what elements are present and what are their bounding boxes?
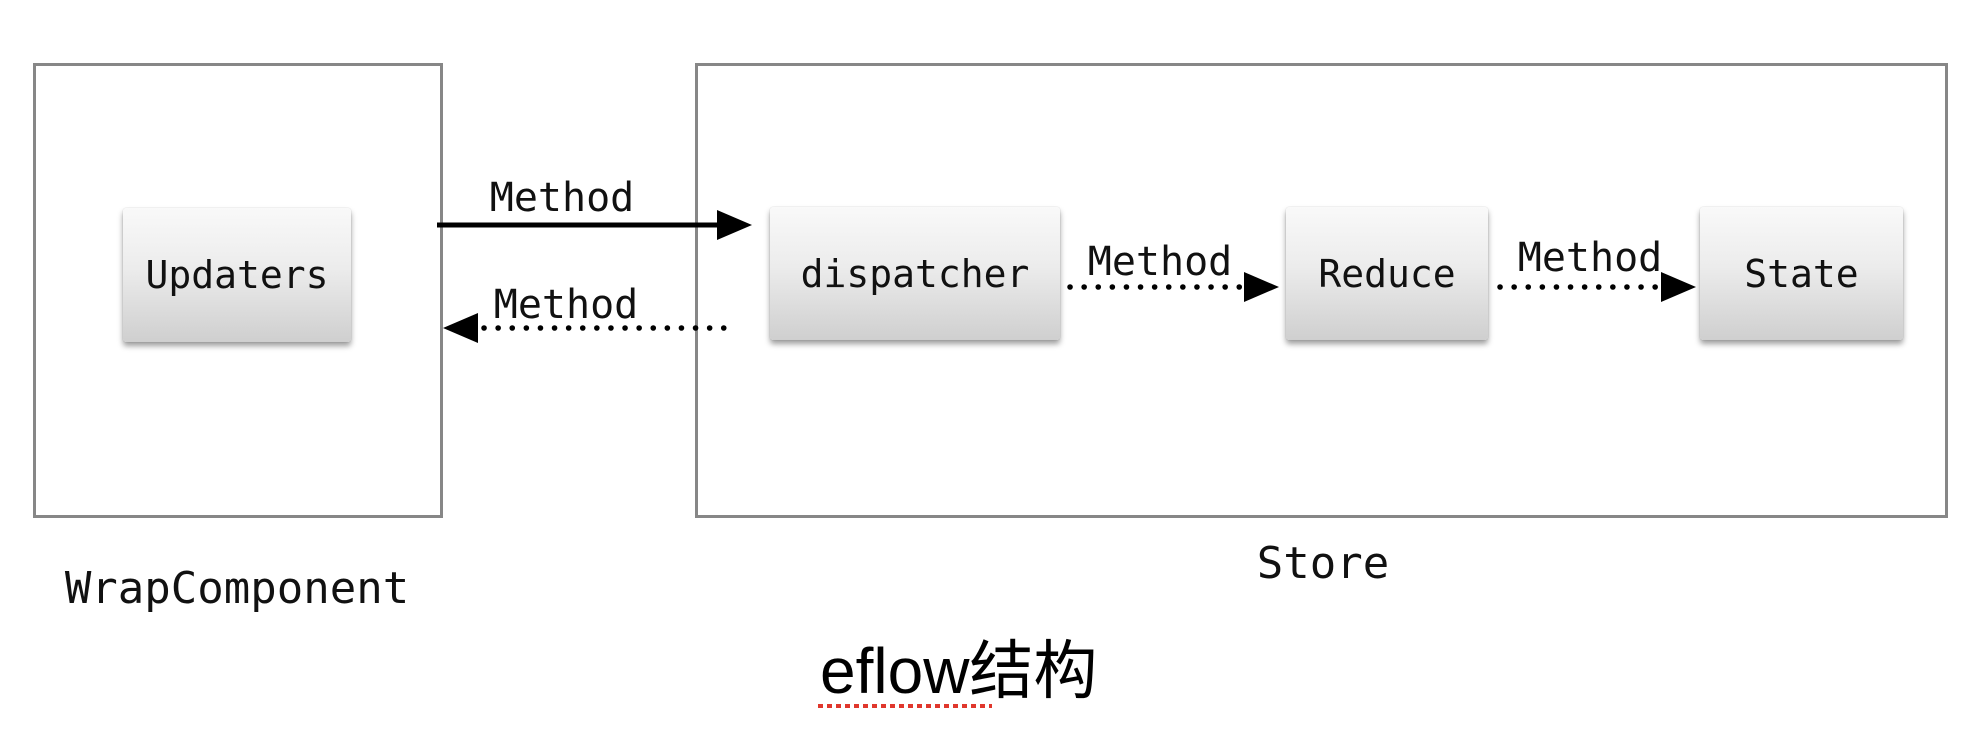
- method-label-dispatcher-reduce: Method: [1087, 239, 1233, 285]
- dotted-arrow-store-to-updaters: [443, 313, 733, 343]
- reduce-node-label: Reduce: [1318, 251, 1456, 296]
- reduce-node: Reduce: [1286, 207, 1488, 340]
- state-node-label: State: [1744, 251, 1859, 296]
- diagram-title-latin: eflow: [820, 635, 970, 707]
- spellcheck-underline: [818, 704, 992, 708]
- method-label-reduce-state: Method: [1517, 235, 1663, 281]
- dotted-arrow-dispatcher-to-reduce: [1067, 272, 1279, 302]
- method-label-return-arrow: Method: [493, 282, 639, 328]
- dispatcher-node-label: dispatcher: [800, 251, 1030, 296]
- solid-arrow-updaters-to-dispatcher: [437, 210, 752, 240]
- dotted-arrow-reduce-to-state: [1497, 272, 1696, 302]
- diagram-title: eflow结构: [820, 635, 1098, 707]
- diagram-title-cjk: 结构: [969, 635, 1098, 707]
- state-node: State: [1700, 207, 1903, 340]
- updaters-node-label: Updaters: [145, 253, 329, 297]
- method-label-solid-arrow: Method: [489, 175, 635, 221]
- dispatcher-node: dispatcher: [770, 207, 1060, 340]
- wrap-component-caption: WrapComponent: [64, 563, 410, 614]
- store-caption: Store: [1256, 538, 1390, 589]
- updaters-node: Updaters: [123, 208, 351, 342]
